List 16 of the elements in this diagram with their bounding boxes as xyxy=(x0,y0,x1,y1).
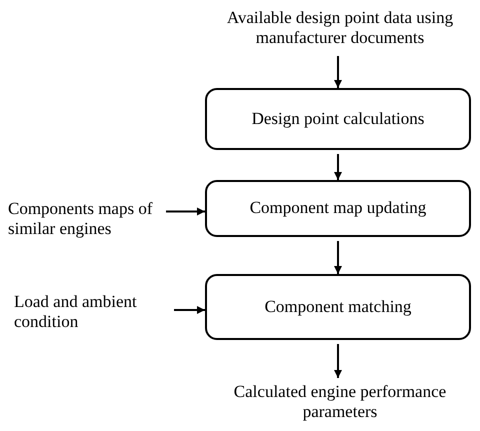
output-text: Calculated engine performance parameters xyxy=(230,378,450,426)
arrow xyxy=(334,241,342,274)
arrow xyxy=(334,154,342,180)
process-box xyxy=(205,88,471,150)
input-text: Available design point data using manufacturer documents xyxy=(215,4,465,52)
process-box xyxy=(205,180,471,237)
arrow xyxy=(174,306,205,314)
box-label: Design point calculations xyxy=(252,108,424,130)
box-label: Component map updating xyxy=(250,198,426,219)
arrow xyxy=(166,208,205,216)
input-text: Load and ambient condition xyxy=(14,290,174,334)
arrow xyxy=(334,344,342,378)
input-text: Components maps of similar engines xyxy=(8,195,166,243)
process-box xyxy=(205,274,471,340)
box-label: Component matching xyxy=(264,296,412,318)
arrow xyxy=(334,56,342,88)
